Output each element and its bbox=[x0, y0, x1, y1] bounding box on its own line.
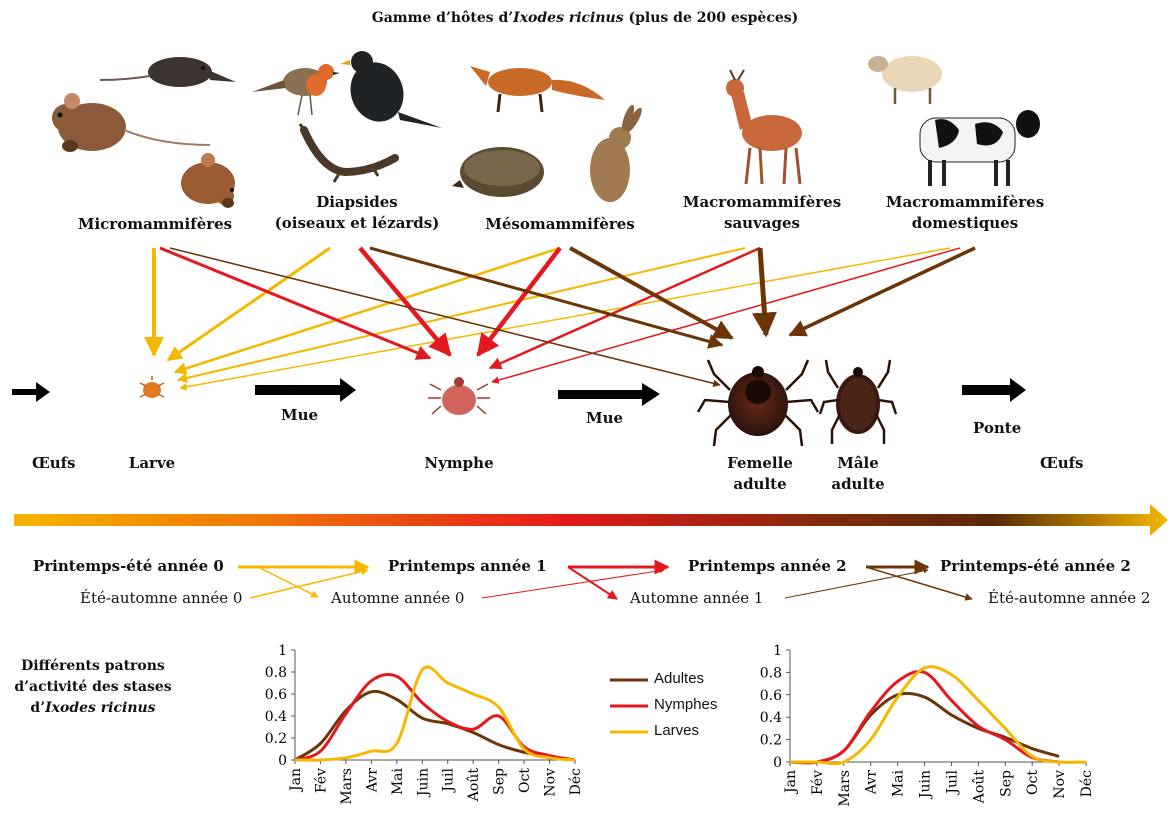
x-tick-label: Jan bbox=[288, 768, 304, 793]
y-tick-label: 0.4 bbox=[760, 710, 782, 726]
legend-label-larves: Larves bbox=[654, 722, 699, 739]
y-tick-label: 0 bbox=[773, 755, 782, 771]
x-tick-label: Jan bbox=[783, 770, 799, 795]
hedgehog-illustration bbox=[452, 147, 544, 197]
roe-deer-illustration bbox=[726, 70, 802, 184]
x-tick-label: Avr bbox=[864, 770, 880, 795]
arrow-diap-larva bbox=[168, 248, 330, 360]
season-s3-main: Printemps-été année 2 bbox=[940, 557, 1131, 575]
x-tick-label: Nov bbox=[543, 768, 559, 797]
hare-illustration bbox=[590, 103, 644, 202]
season-s2-alt: Automne année 1 bbox=[630, 589, 763, 607]
y-tick-label: 0.6 bbox=[760, 688, 782, 704]
nymph-illustration bbox=[428, 377, 490, 415]
x-tick-label: Oct bbox=[517, 768, 533, 793]
activity-chart-2: 0 0.2 0.4 0.6 0.8 1Jan Fév Mars Avr Mai Juin Juil Ao… bbox=[760, 643, 1095, 807]
laying-label: Ponte bbox=[973, 418, 1021, 439]
timeline-gradient-arrow bbox=[14, 504, 1168, 536]
x-tick-label: Juin bbox=[415, 768, 431, 798]
eggs-start-label: Œufs bbox=[32, 453, 76, 474]
x-tick-label: Mars bbox=[837, 770, 853, 807]
wood-mouse-illustration bbox=[52, 93, 210, 152]
larva-label: Larve bbox=[129, 453, 175, 474]
y-tick-label: 0 bbox=[278, 753, 287, 769]
season-s1-alt: Automne année 0 bbox=[331, 589, 464, 607]
x-tick-label: Août bbox=[466, 768, 482, 803]
x-tick-label: Mars bbox=[339, 768, 355, 805]
host-label-macro-sauvages: Macromammifèressauvages bbox=[683, 192, 841, 234]
x-tick-label: Nov bbox=[1052, 770, 1068, 799]
host-to-stage-arrows bbox=[154, 248, 975, 388]
x-tick-label: Mai bbox=[891, 769, 907, 797]
y-tick-label: 0.8 bbox=[760, 665, 782, 681]
y-tick-label: 0.2 bbox=[265, 731, 287, 747]
arrow-macrodom-larva bbox=[180, 248, 950, 388]
legend-label-adultes: Adultes bbox=[654, 670, 704, 687]
x-tick-label: Juil bbox=[441, 767, 457, 793]
robin-illustration bbox=[252, 64, 340, 115]
x-tick-label: Juin bbox=[918, 770, 934, 800]
arrow-diap-adult bbox=[370, 248, 722, 345]
season-s3-alt: Été-automne année 2 bbox=[988, 589, 1150, 607]
shrew-illustration bbox=[100, 57, 236, 87]
arrow-macrodom-adult bbox=[790, 248, 975, 335]
x-tick-label: Mai bbox=[390, 767, 406, 795]
sheep-illustration bbox=[868, 56, 942, 104]
larva-illustration bbox=[140, 376, 164, 398]
bank-vole-illustration bbox=[181, 153, 235, 208]
y-tick-label: 1 bbox=[773, 643, 782, 659]
series-line-nymphes bbox=[295, 675, 575, 760]
cow-illustration bbox=[920, 110, 1040, 186]
season-s0-main: Printemps-été année 0 bbox=[33, 557, 224, 575]
legend-label-nymphes: Nymphes bbox=[654, 696, 717, 713]
arrow-meso-nymph bbox=[478, 248, 560, 355]
x-tick-label: Août bbox=[971, 770, 987, 805]
y-tick-label: 0.6 bbox=[265, 687, 287, 703]
male-adult-tick-illustration bbox=[820, 360, 896, 444]
moult-label-2: Mue bbox=[586, 408, 623, 429]
y-tick-label: 0.2 bbox=[760, 733, 782, 749]
x-tick-label: Oct bbox=[1025, 770, 1041, 795]
chart-legend bbox=[610, 680, 648, 732]
x-tick-label: Avr bbox=[364, 768, 380, 793]
x-tick-label: Déc bbox=[568, 768, 584, 796]
x-tick-label: Fév bbox=[313, 768, 329, 793]
fox-illustration bbox=[470, 66, 605, 112]
x-tick-label: Sep bbox=[998, 770, 1014, 797]
lizard-illustration bbox=[300, 124, 395, 182]
activity-patterns-title: Différents patrons d’activité des stases… bbox=[14, 656, 171, 719]
arrow-macrowild-larva bbox=[178, 248, 745, 380]
x-tick-label: Sep bbox=[492, 768, 508, 795]
y-tick-label: 0.8 bbox=[265, 665, 287, 681]
female-adult-tick-illustration bbox=[698, 360, 818, 446]
eggs-end-label: Œufs bbox=[1040, 453, 1084, 474]
y-tick-label: 1 bbox=[278, 643, 287, 659]
host-label-micromammiferes: Micromammifères bbox=[78, 214, 232, 235]
moult-label-1: Mue bbox=[281, 405, 318, 426]
x-tick-label: Fév bbox=[810, 770, 826, 795]
series-line-adultes bbox=[790, 693, 1059, 763]
season-s1-main: Printemps année 1 bbox=[388, 557, 547, 575]
host-label-diapsides: Diapsides(oiseaux et lézards) bbox=[275, 192, 440, 234]
blackbird-illustration bbox=[340, 51, 442, 129]
arrow-macrowild-adult bbox=[760, 248, 766, 335]
nymph-label: Nymphe bbox=[424, 453, 493, 474]
y-tick-label: 0.4 bbox=[265, 709, 287, 725]
series-line-larves bbox=[790, 667, 1086, 764]
season-s0-alt: Été-automne année 0 bbox=[80, 589, 242, 607]
x-tick-label: Déc bbox=[1079, 770, 1095, 798]
diagram-title: Gamme d’hôtes d’Ixodes ricinus (plus de … bbox=[372, 10, 799, 26]
arrow-diap-nymph bbox=[360, 248, 450, 355]
season-s2-main: Printemps année 2 bbox=[688, 557, 847, 575]
x-tick-label: Juil bbox=[944, 769, 960, 795]
host-label-mesomammiferes: Mésomammifères bbox=[485, 214, 635, 235]
series-line-nymphes bbox=[790, 671, 1059, 762]
arrow-macrowild-nymph bbox=[490, 248, 760, 368]
